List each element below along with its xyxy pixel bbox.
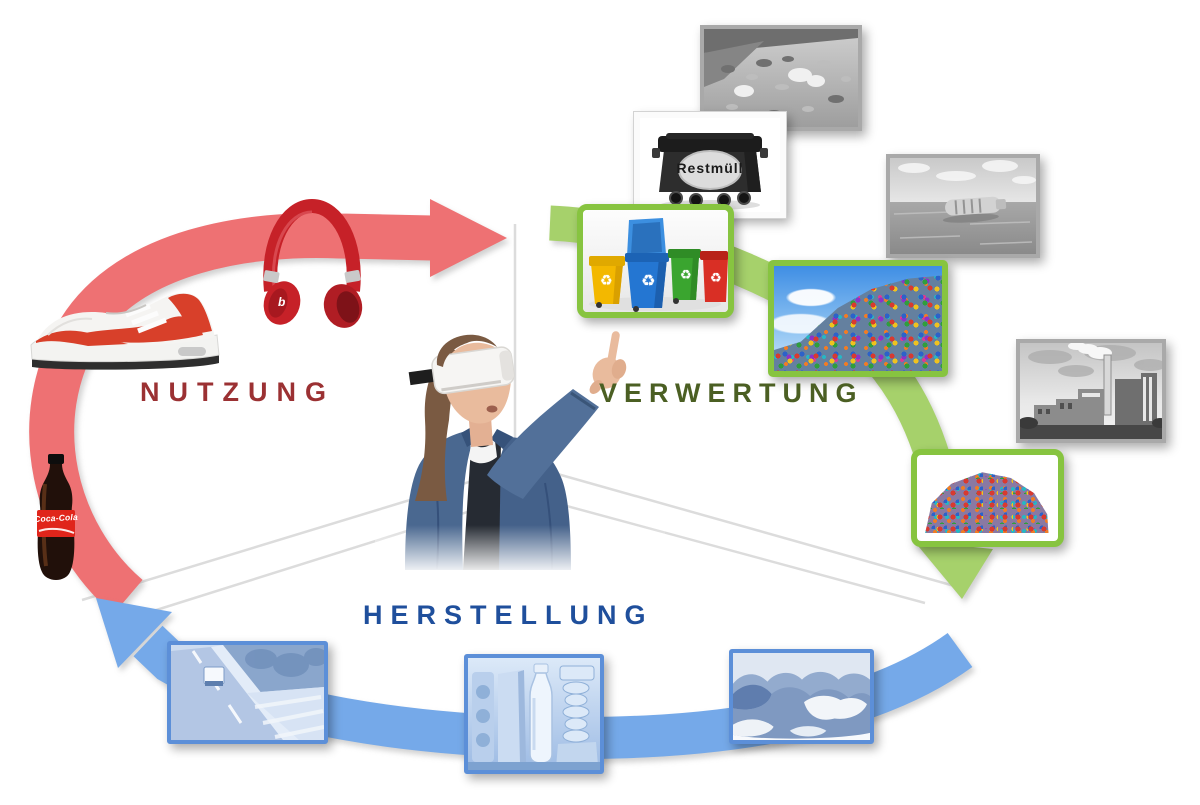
headphones-logo: b — [278, 295, 286, 309]
recycle-icon: ♻ — [710, 270, 722, 285]
restmuell-bin-photo: Restmüll — [633, 111, 787, 219]
recycle-icon: ♻ — [600, 272, 613, 288]
restmuell-label: Restmüll — [676, 160, 744, 176]
cola-bottle: Coca-Cola — [30, 452, 82, 582]
bottle-molding-picture — [468, 658, 600, 770]
vr-user — [375, 331, 665, 575]
regranulate-mound — [925, 472, 1049, 533]
plastic-regranulate-photo — [911, 449, 1064, 547]
sneaker — [30, 292, 220, 370]
phase-label-herstellung: HERSTELLUNG — [363, 600, 654, 630]
vr-headset — [408, 346, 515, 395]
truck-highway-picture — [171, 645, 324, 740]
pointing-arm — [487, 389, 599, 499]
plastic-pellets-photo — [729, 649, 874, 744]
recycle-icon: ♻ — [641, 273, 656, 290]
pointing-hand — [589, 331, 627, 394]
phase-label-nutzung: NUTZUNG — [140, 377, 335, 407]
ocean-plastic-photo — [886, 154, 1040, 258]
headphones: b — [256, 195, 368, 329]
ocean-plastic-picture — [890, 158, 1036, 254]
truck-highway-photo — [167, 641, 328, 744]
landfill-picture — [704, 29, 858, 127]
recycle-icon: ♻ — [680, 267, 692, 282]
recycling-bins-picture — [583, 210, 728, 312]
headphones-picture — [263, 198, 363, 328]
phase-label-verwertung: VERWERTUNG — [599, 378, 864, 408]
recycling-bins-photo: ♻ ♻ ♻ ♻ — [577, 204, 734, 318]
bottle-molding-photo — [464, 654, 604, 774]
plastic-waste-pile-photo — [768, 260, 948, 377]
cola-bottle-picture — [37, 454, 75, 580]
restmuell-container-picture — [640, 118, 780, 212]
plastic-pellets-picture — [733, 653, 870, 740]
incinerator-photo — [1016, 339, 1166, 443]
incinerator-picture — [1020, 343, 1162, 439]
